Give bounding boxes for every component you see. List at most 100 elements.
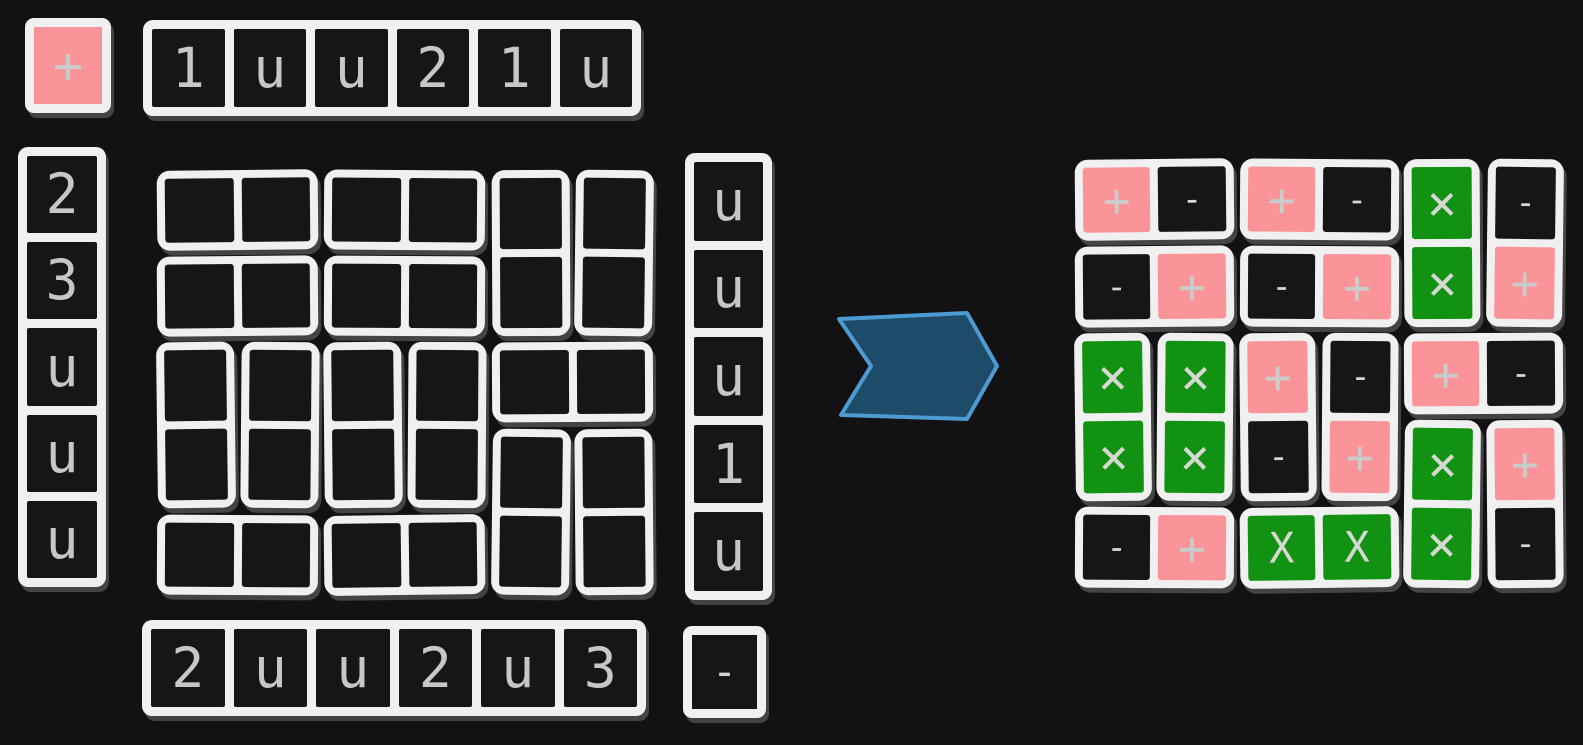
clue-cell: 1 (694, 424, 763, 504)
domino: -+ (1321, 332, 1399, 502)
domino-cell-empty[interactable] (332, 177, 402, 243)
domino-cell-empty[interactable] (248, 350, 311, 422)
domino-cell-negative: - (1247, 253, 1316, 319)
domino-cell-empty[interactable] (499, 257, 562, 329)
domino-cell-empty[interactable] (241, 177, 311, 243)
clue-cell: 2 (151, 629, 225, 707)
domino[interactable] (324, 255, 486, 337)
domino[interactable] (324, 169, 486, 251)
domino-cell-empty[interactable] (415, 429, 478, 502)
domino-cell-empty[interactable] (332, 263, 402, 329)
clue-cell: u (481, 629, 555, 707)
domino: +- (1404, 332, 1564, 415)
domino-cell-neutral: × (1165, 340, 1227, 414)
clue-cell: u (694, 337, 763, 416)
domino-cell-empty[interactable] (332, 429, 395, 502)
domino-cell-empty[interactable] (331, 522, 402, 588)
domino[interactable] (574, 428, 654, 596)
domino[interactable] (490, 428, 571, 596)
domino-cell-empty[interactable] (164, 178, 235, 243)
domino-cell-negative: - (1082, 514, 1151, 580)
clue-cell: 2 (398, 629, 472, 707)
domino-cell-positive: + (1158, 515, 1226, 581)
domino[interactable] (323, 341, 403, 510)
domino: ×× (1156, 332, 1235, 502)
domino-cell-empty[interactable] (499, 177, 562, 250)
domino-cell-positive: + (1412, 341, 1480, 407)
clue-cell: 1 (152, 29, 225, 107)
clue-cell: 2 (396, 29, 469, 107)
domino-cell-empty[interactable] (241, 522, 311, 588)
domino-cell-neutral: × (1164, 420, 1226, 494)
domino-cell-empty[interactable] (164, 350, 227, 422)
domino-cell-neutral: × (1083, 420, 1145, 494)
positive-clue-badge: + (25, 18, 111, 113)
domino-cell-positive: + (1082, 167, 1151, 233)
domino: ×× (1073, 332, 1153, 502)
clue-cell: 3 (27, 242, 97, 320)
domino-cell-empty[interactable] (416, 350, 479, 422)
domino-cell-positive: + (1493, 246, 1555, 320)
domino[interactable] (491, 169, 570, 337)
domino-cell-empty[interactable] (583, 177, 646, 250)
domino-cell-empty[interactable] (331, 350, 394, 422)
domino-cell-neutral: × (1411, 507, 1473, 581)
domino-cell-empty[interactable] (408, 521, 479, 587)
domino-cell-negative: - (1157, 166, 1226, 232)
domino-cell-empty[interactable] (499, 436, 563, 509)
domino-cell-positive: + (1493, 427, 1555, 501)
domino: +- (1239, 158, 1399, 241)
domino: +- (1238, 332, 1317, 502)
domino-cell-negative: - (1082, 254, 1151, 320)
domino-cell-empty[interactable] (164, 264, 234, 330)
domino: ×× (1403, 419, 1482, 589)
domino-cell-positive: + (1329, 420, 1391, 494)
domino-cell-empty[interactable] (165, 429, 228, 502)
domino: +- (1074, 158, 1235, 241)
domino-cell-empty[interactable] (583, 515, 646, 588)
domino[interactable] (491, 341, 654, 423)
clue-cell: u (233, 629, 307, 707)
domino: ×× (1403, 158, 1482, 328)
domino: -+ (1239, 245, 1399, 328)
domino[interactable] (155, 341, 236, 510)
domino-cell-neutral: X (1322, 514, 1391, 580)
domino[interactable] (407, 342, 487, 510)
domino: -+ (1074, 245, 1235, 328)
domino-cell-neutral: × (1411, 166, 1473, 240)
domino-cell-empty[interactable] (582, 256, 645, 329)
domino-cell-empty[interactable] (582, 436, 645, 509)
domino-cell-negative: - (1487, 340, 1556, 406)
domino: -+ (1485, 158, 1565, 328)
domino[interactable] (156, 169, 319, 252)
domino-cell-negative: - (1494, 166, 1556, 240)
domino[interactable] (156, 255, 319, 338)
clue-cell: u (27, 500, 97, 579)
domino-cell-empty[interactable] (408, 264, 478, 329)
domino-cell-empty[interactable] (241, 263, 311, 329)
domino-cell-empty[interactable] (499, 350, 569, 415)
domino-cell-empty[interactable] (164, 522, 234, 587)
clue-cell: u (559, 29, 632, 107)
domino-cell-empty[interactable] (248, 429, 311, 502)
domino[interactable] (574, 169, 654, 337)
domino-cell-empty[interactable] (498, 515, 562, 588)
domino[interactable] (239, 342, 320, 510)
domino-cell-neutral: × (1412, 246, 1474, 320)
clue-cell: u (315, 29, 388, 107)
domino-cell-negative: - (1494, 507, 1556, 581)
domino-cell-positive: + (1247, 166, 1316, 232)
clue-cell: u (316, 629, 390, 707)
domino[interactable] (156, 514, 319, 596)
domino[interactable] (323, 513, 487, 596)
domino-cell-positive: + (1322, 254, 1391, 320)
domino-cell-empty[interactable] (576, 350, 646, 415)
domino-cell-neutral: × (1412, 427, 1474, 501)
domino-cell-empty[interactable] (408, 178, 478, 243)
